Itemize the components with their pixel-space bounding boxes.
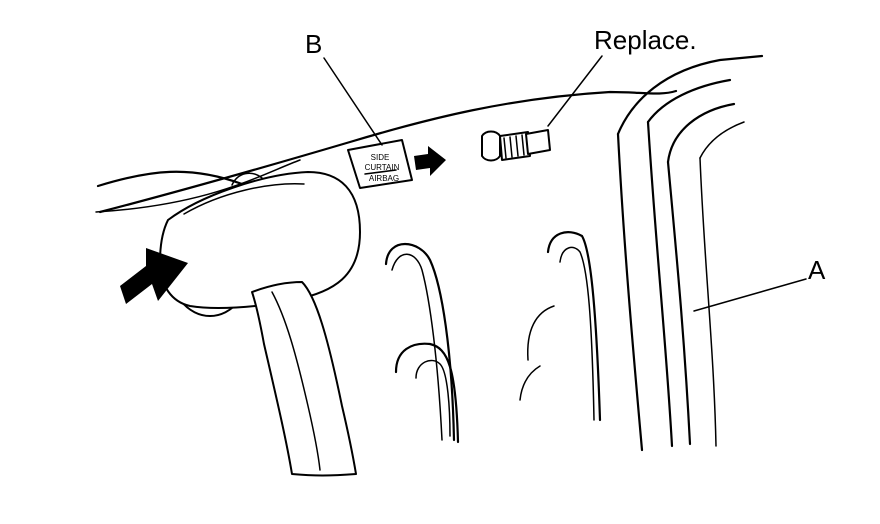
headliner-upper-edge	[95, 159, 301, 213]
seat-trim-center	[546, 231, 602, 422]
label-plate-line-2: CURTAIN	[365, 163, 400, 172]
window-frame-third	[666, 102, 736, 164]
tool-collar	[231, 172, 263, 186]
window-frame-outer-side	[616, 132, 644, 452]
label-plate	[347, 139, 413, 189]
seat-trim-center-inner	[559, 246, 595, 421]
callout-replace-leader	[547, 55, 603, 127]
callout-b: B	[305, 29, 322, 59]
label-plate-divider	[364, 169, 397, 175]
replace-clip-tip	[525, 129, 551, 155]
tool-handle	[251, 281, 357, 477]
window-frame-fourth	[699, 121, 745, 159]
callout-a: A	[808, 255, 826, 285]
tool-head-body-shade	[183, 183, 305, 215]
body-panel-line-2	[519, 365, 541, 401]
pillar-base-inner	[415, 359, 451, 437]
impact-arrow	[120, 248, 188, 304]
window-frame-fourth-side	[699, 157, 717, 447]
window-frame-outer	[616, 54, 764, 136]
replace-clip-detail	[503, 134, 525, 159]
label-plate-line-3: AIRBAG	[369, 174, 399, 183]
window-frame-third-side	[666, 160, 692, 446]
window-frame-inner	[646, 78, 732, 124]
window-frame-inner-side	[646, 120, 674, 448]
callout-replace: Replace.	[594, 25, 697, 55]
pillar-base	[394, 342, 460, 444]
callout-a-leader	[693, 278, 807, 312]
headliner-contour	[98, 89, 678, 214]
seat-trim-left	[384, 242, 456, 442]
tool-handle-inner	[271, 291, 321, 471]
headliner-lower-edge	[96, 170, 244, 188]
seat-trim-left-inner	[391, 253, 443, 441]
label-arrow	[414, 146, 446, 176]
replace-clip-body	[481, 130, 501, 162]
callout-b-leader	[323, 57, 383, 146]
label-plate-line-1: SIDE	[371, 153, 390, 162]
body-panel-line-1	[527, 305, 555, 361]
